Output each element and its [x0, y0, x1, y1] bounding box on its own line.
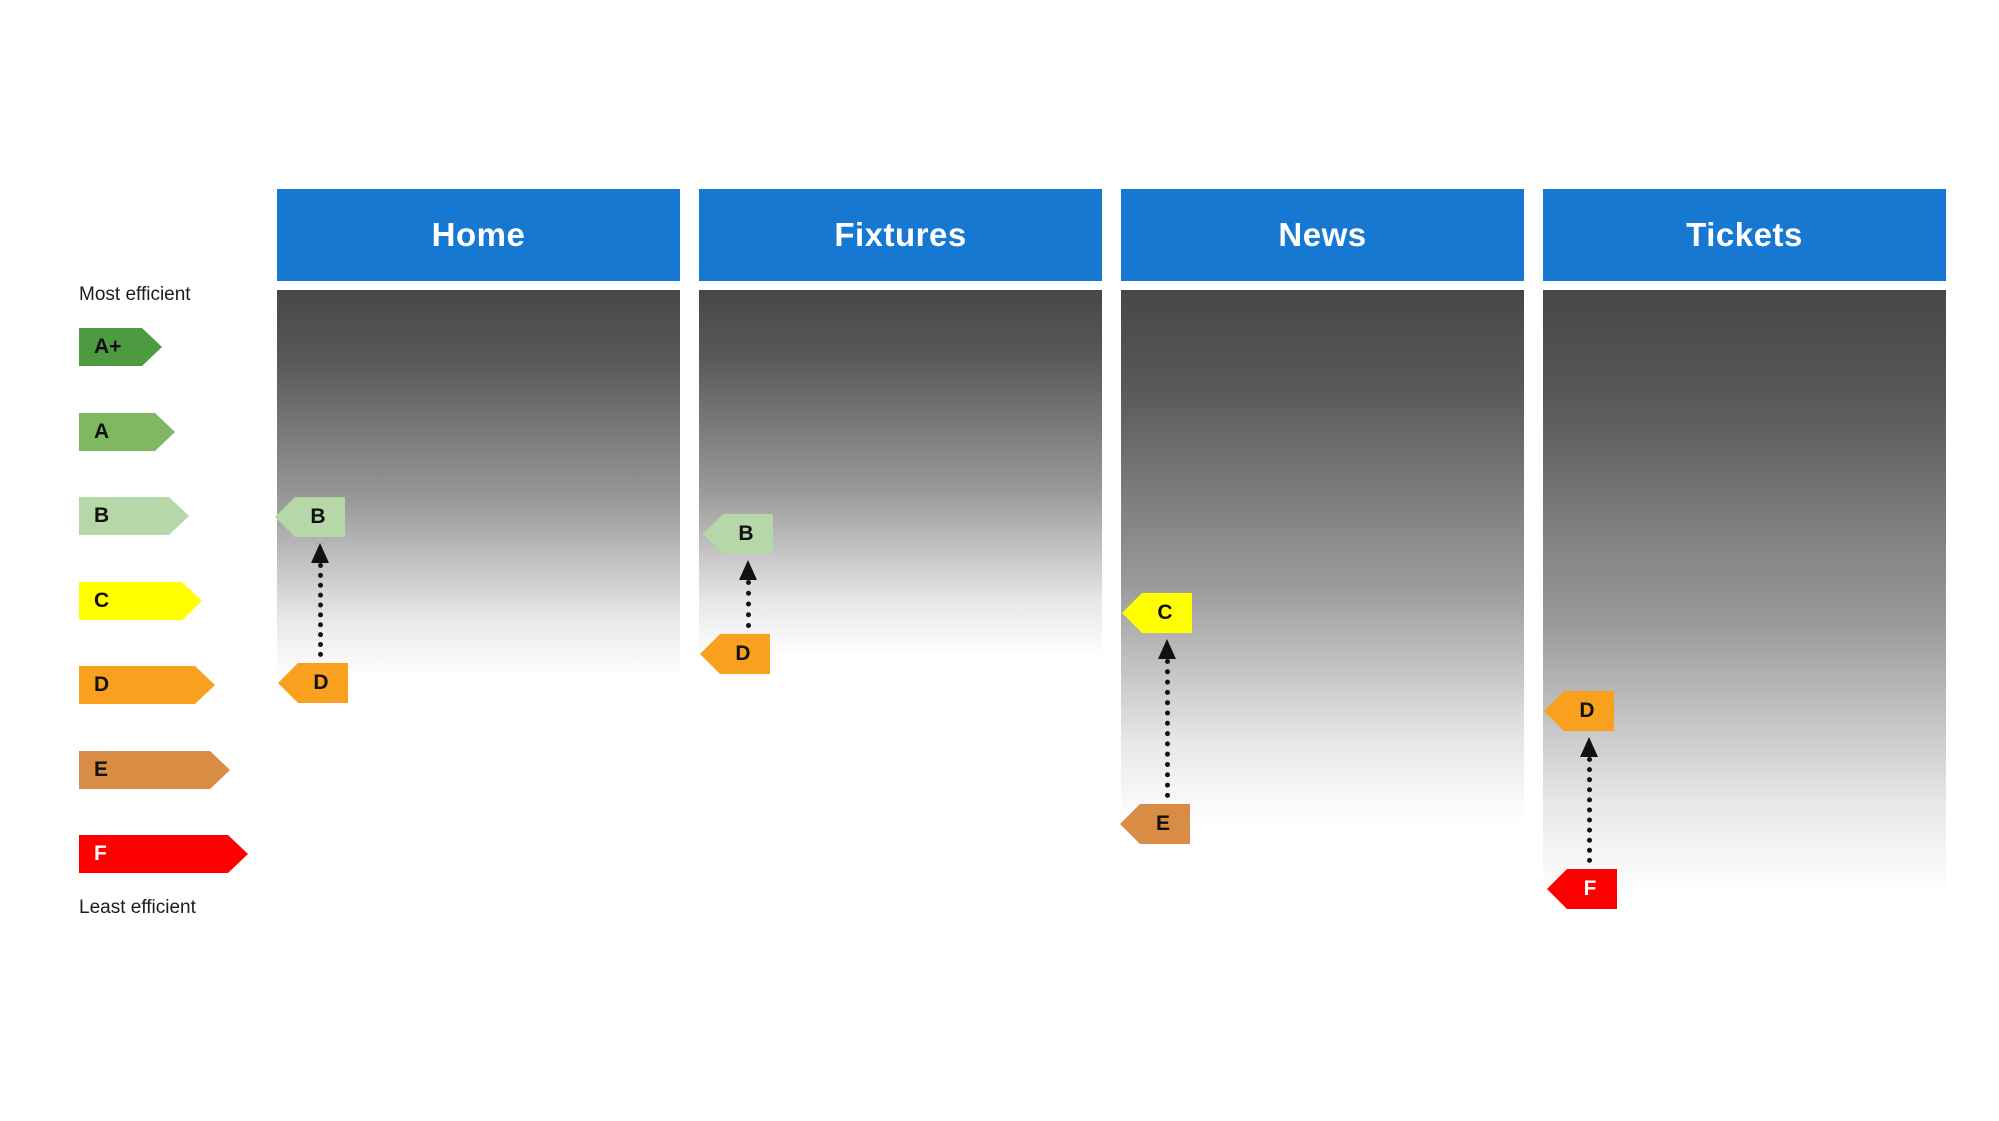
- upgrade-arrow-fixtures: [739, 560, 757, 628]
- upgrade-arrow-tickets: [1580, 737, 1598, 863]
- rating-panel-home: [277, 290, 680, 677]
- upgrade-arrow-news: [1158, 639, 1176, 798]
- legend-grade-c: C: [79, 582, 202, 620]
- legend-grade-f: F: [79, 835, 248, 873]
- rating-panel-fixtures: [699, 290, 1102, 658]
- legend-grade-d: D: [79, 666, 215, 704]
- legend-grade-a: A: [79, 413, 175, 451]
- column-header-tickets[interactable]: Tickets: [1543, 189, 1946, 281]
- arrow-head-icon: [1158, 639, 1176, 659]
- upgrade-arrow-home: [311, 543, 329, 657]
- arrow-dotted-line: [317, 563, 323, 657]
- column-header-home[interactable]: Home: [277, 189, 680, 281]
- most-efficient-label: Most efficient: [79, 284, 191, 305]
- arrow-dotted-line: [1586, 757, 1592, 863]
- legend-grade-b: B: [79, 497, 189, 535]
- arrow-head-icon: [739, 560, 757, 580]
- legend-grade-e: E: [79, 751, 230, 789]
- arrow-dotted-line: [745, 580, 751, 628]
- arrow-head-icon: [1580, 737, 1598, 757]
- rating-panel-news: [1121, 290, 1524, 824]
- legend-grade-aplus: A+: [79, 328, 162, 366]
- rating-panel-tickets: [1543, 290, 1946, 895]
- arrow-dotted-line: [1164, 659, 1170, 798]
- column-header-news[interactable]: News: [1121, 189, 1524, 281]
- least-efficient-label: Least efficient: [79, 897, 196, 918]
- column-header-fixtures[interactable]: Fixtures: [699, 189, 1102, 281]
- arrow-head-icon: [311, 543, 329, 563]
